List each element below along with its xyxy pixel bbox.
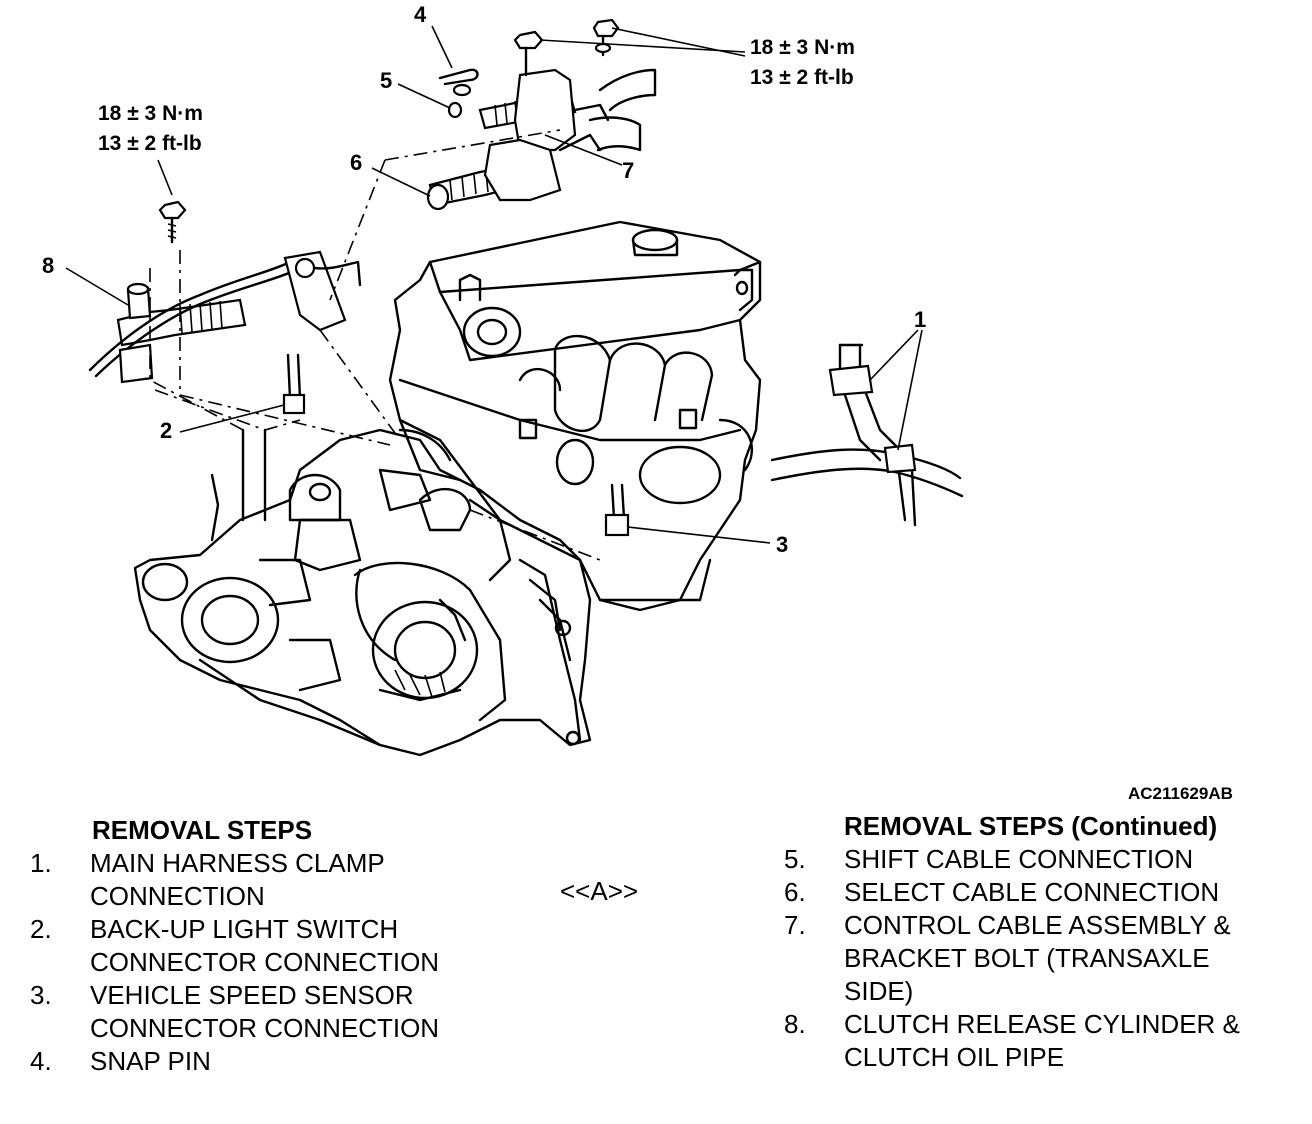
step-number: 3. [30, 980, 52, 1010]
step-item: 5. SHIFT CABLE CONNECTION [784, 843, 1240, 876]
step-item: 8. CLUTCH RELEASE CYLINDER & [784, 1008, 1240, 1041]
callout-4: 4 [414, 2, 427, 27]
step-text: SIDE) [844, 976, 914, 1006]
step-text: BRACKET BOLT (TRANSAXLE [844, 943, 1210, 973]
step-text: SNAP PIN [90, 1046, 211, 1076]
callout-5: 5 [380, 68, 392, 93]
main-harness [770, 343, 964, 527]
removal-steps-right: REMOVAL STEPS (Continued) 5. SHIFT CABLE… [784, 810, 1240, 1074]
callout-7: 7 [622, 158, 634, 183]
step-text: CONTROL CABLE ASSEMBLY & [844, 910, 1231, 940]
step-number: 6. [784, 877, 806, 907]
transaxle [133, 428, 592, 757]
step-number: 1. [30, 848, 52, 878]
torque-upper-metric: 18 ± 3 N·m [750, 36, 855, 59]
phantom-lines [149, 129, 601, 561]
torque-upper-imperial: 13 ± 2 ft-lb [750, 66, 854, 89]
callout-6: 6 [350, 150, 362, 175]
figure-id: AC211629AB [1128, 784, 1233, 803]
step-item: 6. SELECT CABLE CONNECTION [784, 876, 1240, 909]
removal-steps-heading: REMOVAL STEPS [92, 815, 313, 845]
leader-lines [65, 25, 923, 544]
callout-8: 8 [42, 253, 54, 278]
step-text: SELECT CABLE CONNECTION [844, 877, 1220, 907]
step-text: BACK-UP LIGHT SWITCH [90, 914, 399, 944]
engine-block [388, 220, 762, 612]
step-item: 4. SNAP PIN [30, 1045, 439, 1078]
step-item-continued: BRACKET BOLT (TRANSAXLE [784, 942, 1240, 975]
clutch-release-cylinder [88, 250, 362, 384]
step-text: CLUTCH OIL PIPE [844, 1042, 1065, 1072]
procedure-marker: <<A>> [560, 876, 639, 906]
callout-1: 1 [914, 307, 926, 332]
step-number: 2. [30, 914, 52, 944]
step-item: 1. MAIN HARNESS CLAMP [30, 847, 439, 880]
step-item: 3. VEHICLE SPEED SENSOR [30, 979, 439, 1012]
step-text: CONNECTOR CONNECTION [90, 1013, 440, 1043]
removal-steps-heading: REMOVAL STEPS (Continued) [844, 811, 1218, 841]
step-number: 7. [784, 910, 806, 940]
step-item-continued: SIDE) [784, 975, 1240, 1008]
step-text: CONNECTION [90, 881, 265, 911]
step-text: MAIN HARNESS CLAMP [90, 848, 385, 878]
step-item-continued: CONNECTION [30, 880, 439, 913]
exploded-view-diagram: 1 2 3 4 5 6 7 8 18 ± 3 N·m 13 ± 2 ft-lb … [42, 2, 964, 757]
step-text: CONNECTOR CONNECTION [90, 947, 440, 977]
step-number: 5. [784, 844, 806, 874]
step-number: 4. [30, 1046, 52, 1076]
fasteners [158, 18, 620, 244]
callout-2: 2 [160, 418, 172, 443]
step-text: SHIFT CABLE CONNECTION [844, 844, 1194, 874]
step-item-continued: CONNECTOR CONNECTION [30, 946, 439, 979]
step-item: 2. BACK-UP LIGHT SWITCH [30, 913, 439, 946]
callout-3: 3 [776, 532, 788, 557]
torque-left-imperial: 13 ± 2 ft-lb [98, 132, 202, 155]
step-number: 8. [784, 1009, 806, 1039]
removal-steps-left: REMOVAL STEPS 1. MAIN HARNESS CLAMP CONN… [30, 814, 439, 1078]
step-item: 7. CONTROL CABLE ASSEMBLY & [784, 909, 1240, 942]
connectors [282, 353, 630, 537]
step-item-continued: CLUTCH OIL PIPE [784, 1041, 1240, 1074]
step-text: VEHICLE SPEED SENSOR [90, 980, 414, 1010]
step-text: CLUTCH RELEASE CYLINDER & [844, 1009, 1240, 1039]
step-item-continued: CONNECTOR CONNECTION [30, 1012, 439, 1045]
torque-left-metric: 18 ± 3 N·m [98, 102, 203, 125]
